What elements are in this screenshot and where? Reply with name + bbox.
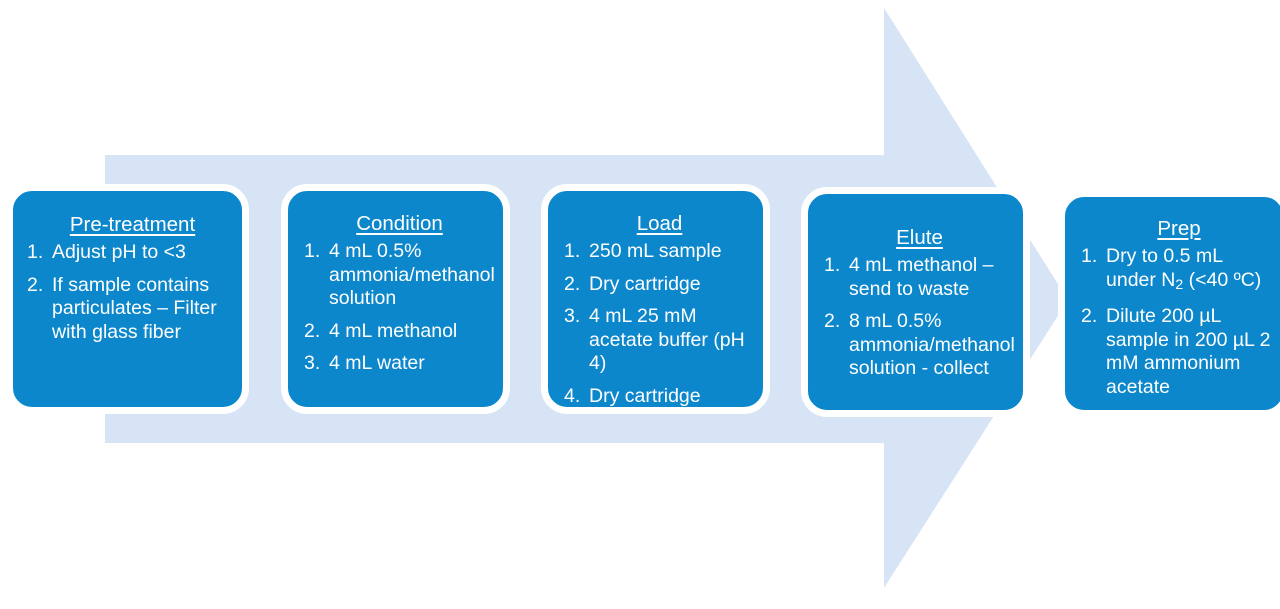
list-item-number: 3. bbox=[304, 352, 321, 374]
list-item: 4. Dry cartridge bbox=[564, 385, 755, 409]
step-title-condition: Condition bbox=[356, 212, 443, 235]
list-item-text: 4 mL 25 mM acetate buffer (pH 4) bbox=[589, 305, 745, 374]
step-content-condition: Condition 1. 4 mL 0.5% ammonia/methanol … bbox=[288, 191, 503, 376]
step-box-load[interactable]: Load 1. 250 mL sample 2. Dry cartridge 3… bbox=[541, 184, 770, 414]
list-item-number: 2. bbox=[1081, 305, 1098, 328]
list-item-number: 4. bbox=[564, 384, 581, 407]
step-content-elute: Elute 1. 4 mL methanol – send to waste 2… bbox=[808, 194, 1023, 381]
step-title-prep: Prep bbox=[1157, 217, 1201, 240]
step-content-pre-treatment: Pre-treatment 1. Adjust pH to <3 2. If s… bbox=[13, 191, 242, 344]
list-item: 1. 4 mL 0.5% ammonia/methanol solution bbox=[304, 240, 495, 311]
list-item-number: 1. bbox=[824, 254, 841, 276]
step-content-prep: Prep 1. Dry to 0.5 mL under N2 (<40 ºC) … bbox=[1065, 197, 1280, 399]
list-item: 2. If sample contains particulates – Fil… bbox=[27, 274, 232, 345]
list-item: 1. 250 mL sample bbox=[564, 240, 755, 264]
step-title-elute: Elute bbox=[896, 226, 943, 249]
step-list-elute: 1. 4 mL methanol – send to waste 2. 8 mL… bbox=[824, 254, 1015, 381]
subscript-2: 2 bbox=[1175, 275, 1184, 292]
list-item: 2. Dilute 200 µL sample in 200 µL 2 mM a… bbox=[1081, 305, 1277, 399]
step-box-elute[interactable]: Elute 1. 4 mL methanol – send to waste 2… bbox=[801, 187, 1030, 417]
list-item-text: Adjust pH to <3 bbox=[52, 241, 186, 263]
list-item: 2. 8 mL 0.5% ammonia/methanol solution -… bbox=[824, 310, 1015, 381]
list-item-text: Dilute 200 µL sample in 200 µL 2 mM ammo… bbox=[1106, 305, 1271, 398]
list-item: 2. Dry cartridge bbox=[564, 273, 755, 297]
step-box-prep[interactable]: Prep 1. Dry to 0.5 mL under N2 (<40 ºC) … bbox=[1058, 190, 1280, 417]
list-item-number: 2. bbox=[27, 273, 44, 296]
step-list-pre-treatment: 1. Adjust pH to <3 2. If sample contains… bbox=[27, 241, 232, 344]
list-item-text-post: (<40 ºC) bbox=[1183, 268, 1262, 291]
step-box-condition[interactable]: Condition 1. 4 mL 0.5% ammonia/methanol … bbox=[281, 184, 510, 414]
list-item-text: 4 mL methanol bbox=[329, 319, 458, 342]
list-item-number: 1. bbox=[564, 240, 581, 262]
list-item-number: 1. bbox=[1081, 245, 1098, 267]
list-item: 2. 4 mL methanol bbox=[304, 320, 495, 344]
step-box-pre-treatment[interactable]: Pre-treatment 1. Adjust pH to <3 2. If s… bbox=[6, 184, 249, 414]
step-title-pre-treatment: Pre-treatment bbox=[69, 213, 196, 236]
list-item-text-pre: Dry to 0.5 mL under N bbox=[1106, 245, 1223, 291]
list-item-number: 2. bbox=[824, 310, 841, 332]
step-title-load: Load bbox=[636, 212, 683, 235]
list-item: 1. Adjust pH to <3 bbox=[27, 241, 232, 265]
list-item: 1. Dry to 0.5 mL under N2 (<40 ºC) bbox=[1081, 245, 1277, 296]
step-list-load: 1. 250 mL sample 2. Dry cartridge 3. 4 m… bbox=[564, 240, 755, 408]
list-item-text: Dry cartridge bbox=[589, 384, 701, 407]
step-list-condition: 1. 4 mL 0.5% ammonia/methanol solution 2… bbox=[304, 240, 495, 376]
list-item-text: 250 mL sample bbox=[589, 240, 722, 262]
list-item-text: 8 mL 0.5% ammonia/methanol solution - co… bbox=[849, 310, 1015, 379]
list-item-text: Dry cartridge bbox=[589, 272, 701, 295]
list-item-number: 1. bbox=[27, 241, 44, 263]
list-item: 3. 4 mL water bbox=[304, 352, 495, 376]
list-item: 1. 4 mL methanol – send to waste bbox=[824, 254, 1015, 301]
list-item-number: 1. bbox=[304, 240, 321, 262]
list-item-text: 4 mL 0.5% ammonia/methanol solution bbox=[329, 240, 495, 309]
step-list-prep: 1. Dry to 0.5 mL under N2 (<40 ºC) 2. Di… bbox=[1081, 245, 1277, 399]
list-item-number: 3. bbox=[564, 305, 581, 327]
step-content-load: Load 1. 250 mL sample 2. Dry cartridge 3… bbox=[548, 191, 763, 408]
list-item-number: 2. bbox=[304, 319, 321, 342]
list-item-text: 4 mL methanol – send to waste bbox=[849, 254, 994, 300]
list-item-number: 2. bbox=[564, 272, 581, 295]
list-item-text: 4 mL water bbox=[329, 352, 425, 374]
list-item: 3. 4 mL 25 mM acetate buffer (pH 4) bbox=[564, 305, 755, 376]
list-item-text: If sample contains particulates – Filter… bbox=[52, 273, 217, 343]
